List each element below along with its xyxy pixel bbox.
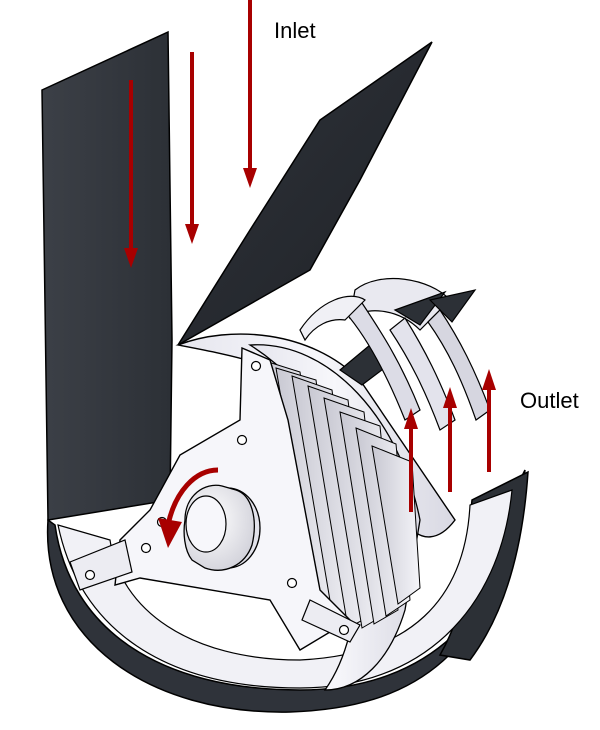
inlet-arrow-3 <box>243 0 257 188</box>
rotor-hub <box>183 484 261 571</box>
mount-lug-left <box>69 539 133 591</box>
outlet-vanes <box>299 278 491 431</box>
outlet-flow-arrows <box>404 369 496 512</box>
inlet-arrow-1 <box>124 80 138 268</box>
outlet-arrow-1 <box>404 408 418 512</box>
outlet-arrow-3 <box>482 369 496 472</box>
bottom-shell <box>46 469 526 713</box>
outlet-arrow-2 <box>443 387 457 492</box>
rotation-arrow <box>158 467 219 548</box>
inlet-arrow-2 <box>185 52 199 244</box>
inlet-flow-arrows <box>124 0 257 268</box>
outlet-label: Outlet <box>520 388 579 413</box>
inlet-label: Inlet <box>274 18 316 43</box>
inner-shell-surface <box>57 489 513 689</box>
left-casing-wall <box>41 30 173 521</box>
